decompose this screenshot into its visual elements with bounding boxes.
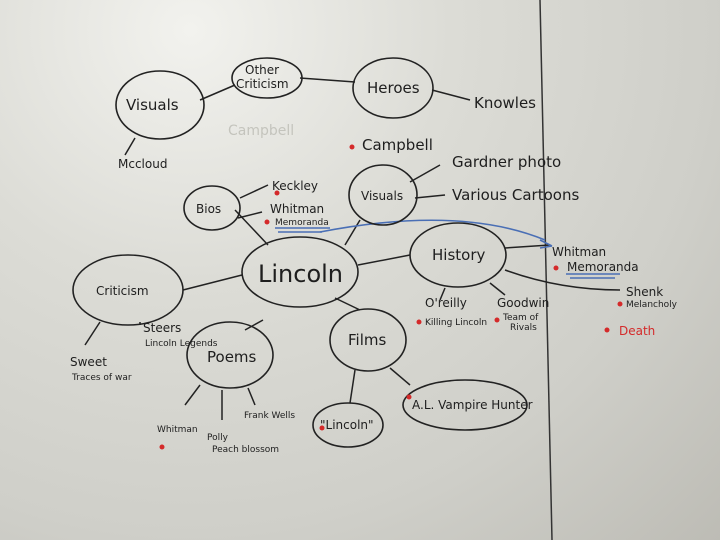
arrow-head: [539, 239, 553, 249]
node-visuals-left-label: Visuals: [126, 96, 179, 114]
leaf-polly: Polly: [207, 433, 229, 443]
node-lincoln-label: Lincoln: [258, 260, 343, 288]
leaf-steers: Steers: [143, 321, 181, 335]
node-bios-label: Bios: [196, 202, 221, 216]
leaf-whitman-poems: Whitman: [157, 425, 198, 435]
node-film-lincoln: [312, 402, 384, 448]
leaf-various-cartoons: Various Cartoons: [452, 186, 579, 204]
node-film-vampire: [402, 379, 528, 431]
leaf-labels: Mccloud Knowles Campbell Keckley Whitman…: [70, 94, 678, 455]
leaf-team-of-rivals: Team of: [502, 313, 539, 323]
leaf-melancholy: Melancholy: [626, 300, 678, 310]
leaf-whitman-bios: Whitman: [270, 202, 324, 216]
leaf-oreilly: O'reilly: [425, 296, 467, 310]
node-bios: [183, 185, 241, 231]
node-history-label: History: [432, 246, 485, 264]
leaf-team-of-rivals-2: Rivals: [510, 323, 537, 333]
leaf-killing-lincoln: Killing Lincoln: [425, 318, 487, 328]
node-other-criticism: [231, 57, 303, 99]
underlines: [275, 227, 620, 279]
node-visuals-right: [348, 164, 418, 226]
node-history: [409, 222, 507, 288]
leaf-mccloud: Mccloud: [118, 157, 167, 171]
ghost-text: Campbell: [228, 123, 294, 139]
leaf-goodwin: Goodwin: [497, 296, 549, 310]
leaf-campbell: Campbell: [362, 136, 433, 154]
board-seam: [539, 0, 553, 540]
node-other-criticism-label: Other: [245, 63, 279, 77]
node-poems-label: Poems: [207, 348, 257, 366]
leaf-lincoln-legends: Lincoln Legends: [145, 339, 218, 349]
node-films-label: Films: [348, 331, 386, 349]
leaf-gardner-photo: Gardner photo: [452, 153, 561, 171]
leaf-knowles: Knowles: [474, 94, 536, 112]
leaf-memoranda-history: Memoranda: [567, 260, 639, 274]
leaf-death: Death: [619, 324, 655, 338]
leaf-peach-blossom: Peach blossom: [212, 445, 279, 455]
leaf-whitman-history: Whitman: [552, 245, 606, 259]
node-film-vampire-label: A.L. Vampire Hunter: [412, 398, 533, 412]
leaf-keckley: Keckley: [272, 179, 318, 193]
node-heroes-label: Heroes: [367, 79, 420, 97]
node-lincoln: [241, 236, 359, 308]
node-criticism: [72, 254, 184, 326]
leaf-frank-wells: Frank Wells: [244, 411, 295, 421]
leaf-sweet: Sweet: [70, 355, 107, 369]
leaf-traces-of-war: Traces of war: [71, 373, 132, 383]
node-visuals-left: [115, 70, 205, 140]
node-film-lincoln-label: "Lincoln": [320, 418, 374, 432]
leaf-memoranda-bios: Memoranda: [275, 218, 329, 228]
leaf-shenk: Shenk: [626, 285, 663, 299]
node-heroes: [352, 57, 434, 119]
node-films: [329, 308, 407, 372]
node-visuals-right-label: Visuals: [361, 189, 403, 203]
red-dots: [159, 144, 623, 450]
connectors: [84, 77, 621, 420]
node-other-criticism-label-2: Criticism: [236, 77, 289, 91]
node-criticism-label: Criticism: [96, 284, 149, 298]
node-poems: [186, 321, 274, 389]
arrow-bios-to-history: [319, 219, 546, 241]
